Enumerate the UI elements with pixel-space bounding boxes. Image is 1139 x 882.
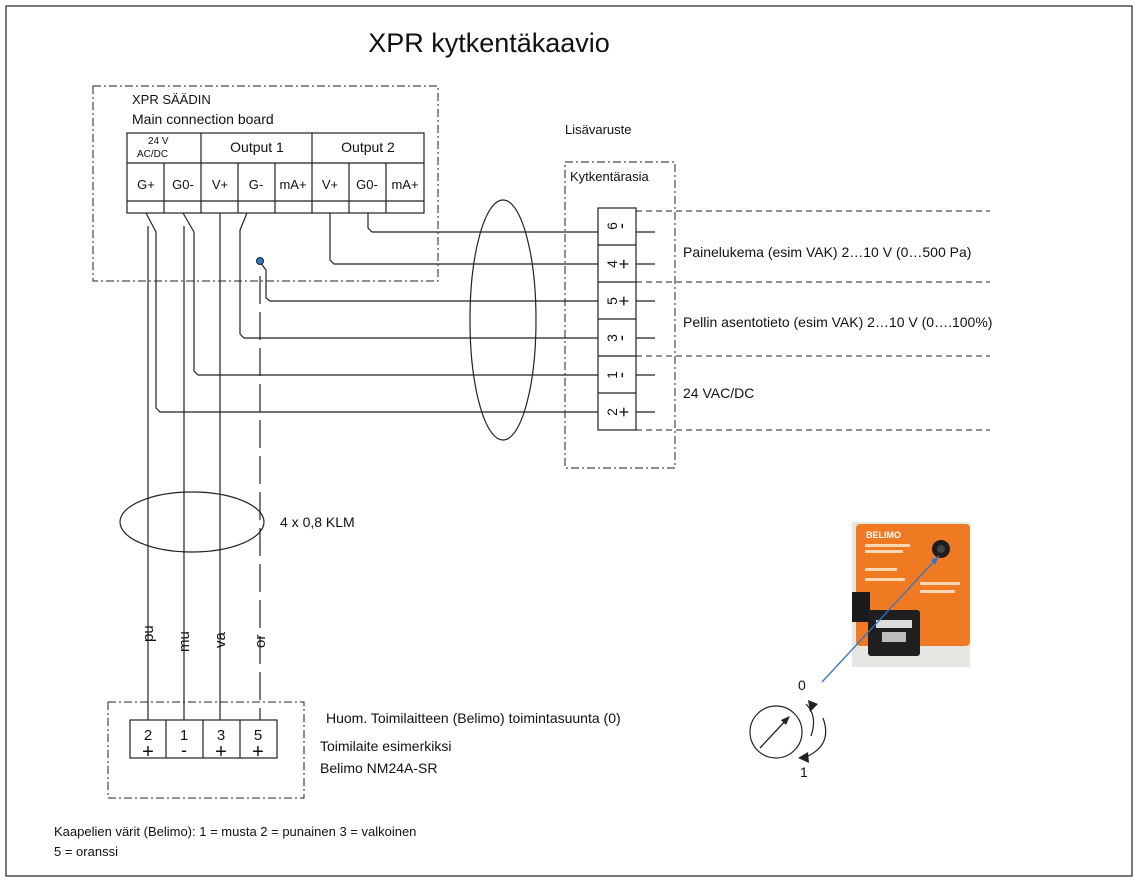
- dial-icon: [749, 705, 803, 759]
- group-supply-line2: AC/DC: [137, 149, 168, 160]
- cable-colors-line2: 5 = oranssi: [54, 844, 118, 859]
- photo-brand: BELIMO: [866, 530, 901, 540]
- signal-damper-position: Pellin asentotieto (esim VAK) 2…10 V (0……: [683, 314, 992, 330]
- accessory-signal-lines: [636, 210, 990, 431]
- wire-color-mu: mu: [176, 631, 193, 652]
- act-terminal-2-sign: +: [142, 741, 154, 763]
- act-terminal-2-num: 2: [144, 727, 152, 744]
- signal-supply: 24 VAC/DC: [683, 385, 754, 401]
- acc-terminal-6-sign: -: [611, 223, 631, 229]
- terminal-g-plus: G+: [137, 177, 155, 192]
- acc-terminal-5-sign: +: [614, 296, 634, 307]
- acc-terminal-2-num: 2: [604, 408, 620, 416]
- indicator-arrow: [821, 555, 940, 683]
- accessory-terminal-strip: [597, 207, 637, 431]
- page-frame: [5, 5, 1133, 877]
- terminal-block: [126, 132, 425, 214]
- acc-terminal-3-sign: -: [611, 335, 631, 341]
- rotate-ccw-arrow-icon: [808, 700, 818, 712]
- terminal-out2-g0-minus: G0-: [356, 177, 378, 192]
- terminal-out2-ma-plus: mA+: [391, 177, 418, 192]
- act-terminal-3-sign: +: [215, 741, 227, 763]
- controller-name: XPR SÄÄDIN: [132, 92, 211, 107]
- actuator-direction-note: Huom. Toimilaitteen (Belimo) toimintasuu…: [326, 710, 621, 726]
- accessory-box: [564, 161, 676, 469]
- acc-terminal-4-sign: +: [614, 259, 634, 270]
- rotate-cw-arrow-icon: [798, 752, 809, 763]
- act-terminal-5-sign: +: [252, 741, 264, 763]
- terminal-out2-v-plus: V+: [322, 177, 338, 192]
- wires: [145, 212, 598, 720]
- acc-terminal-1-sign: -: [611, 372, 631, 378]
- terminal-out1-ma-plus: mA+: [279, 177, 306, 192]
- act-terminal-1-num: 1: [180, 727, 188, 744]
- accessory-label: Lisävaruste: [565, 122, 631, 137]
- diagram-title: XPR kytkentäkaavio: [368, 28, 610, 58]
- group-output-1: Output 1: [230, 139, 284, 155]
- actuator-cable-bundle: [119, 491, 265, 553]
- actuator-example-line1: Toimilaite esimerkiksi: [320, 738, 451, 754]
- act-terminal-1-sign: -: [181, 740, 187, 760]
- group-supply-line1: 24 V: [148, 136, 169, 147]
- wire-color-va: va: [212, 632, 229, 649]
- cable-spec: 4 x 0,8 KLM: [280, 514, 355, 530]
- accessory-box-label: Kytkentärasia: [570, 169, 650, 184]
- acc-terminal-3-num: 3: [604, 334, 620, 342]
- acc-terminal-4-num: 4: [604, 260, 620, 268]
- signal-pressure: Painelukema (esim VAK) 2…10 V (0…500 Pa): [683, 244, 971, 260]
- accessory-cable-bundle: [469, 199, 537, 441]
- terminal-g0-minus: G0-: [172, 177, 194, 192]
- wire-color-or: or: [252, 635, 269, 648]
- acc-terminal-2-sign: +: [614, 407, 634, 418]
- act-terminal-5-num: 5: [254, 727, 262, 744]
- group-output-2: Output 2: [341, 139, 395, 155]
- actuator-example-line2: Belimo NM24A-SR: [320, 760, 437, 776]
- cable-colors-line1: Kaapelien värit (Belimo): 1 = musta 2 = …: [54, 824, 416, 839]
- board-name: Main connection board: [132, 111, 274, 127]
- terminal-out1-g-minus: G-: [249, 177, 263, 192]
- direction-dial: [749, 700, 827, 763]
- terminal-out1-v-plus: V+: [212, 177, 228, 192]
- actuator-enclosure: [107, 701, 305, 799]
- controller-enclosure: [92, 85, 439, 282]
- wire-color-pu: pu: [140, 625, 157, 642]
- dial-label-0: 0: [798, 677, 806, 693]
- acc-terminal-6-num: 6: [604, 222, 620, 230]
- acc-terminal-5-num: 5: [604, 297, 620, 305]
- act-terminal-3-num: 3: [217, 727, 225, 744]
- actuator-photo: BELIMO: [821, 522, 970, 683]
- dial-label-1: 1: [800, 764, 808, 780]
- actuator-terminal-strip: [129, 719, 278, 759]
- acc-terminal-1-num: 1: [604, 371, 620, 379]
